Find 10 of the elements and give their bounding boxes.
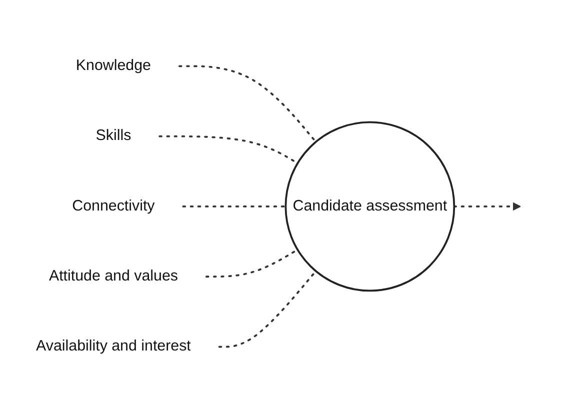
node-text: Knowledge	[76, 58, 151, 74]
node-text: Skills	[96, 128, 132, 144]
node-text: Availability and interest	[36, 338, 191, 354]
node-text: Connectivity	[72, 198, 155, 214]
node-text: Attitude and values	[48, 268, 178, 284]
connector	[182, 206, 287, 208]
connector	[178, 65, 317, 143]
node-circle: Candidate assessment	[284, 121, 456, 292]
connector	[218, 270, 317, 348]
arrow	[453, 202, 521, 211]
